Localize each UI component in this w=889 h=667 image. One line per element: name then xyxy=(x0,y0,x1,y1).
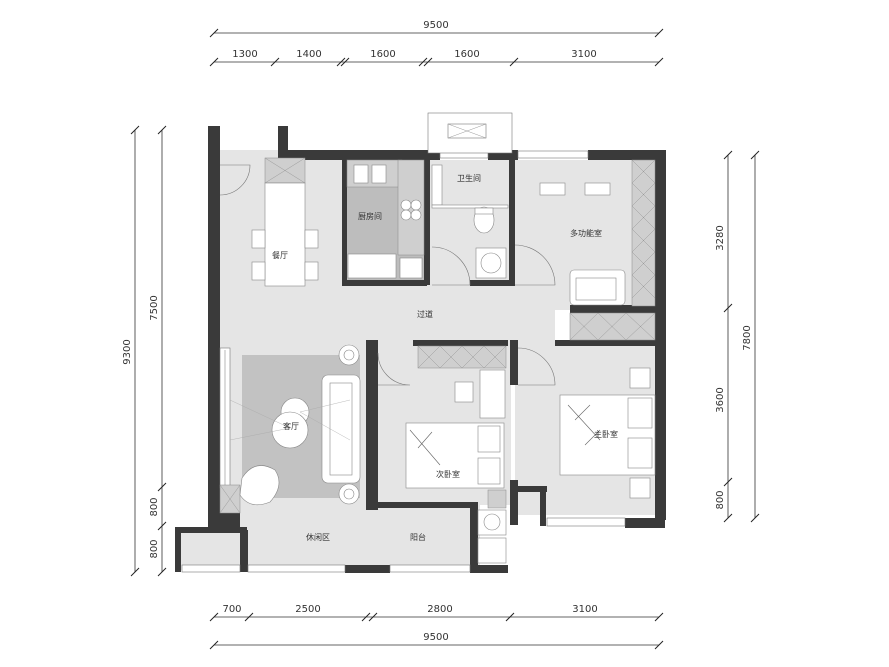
leisure-label: 休闲区 xyxy=(306,532,330,542)
master-bedroom-furniture xyxy=(517,347,656,499)
dining-set xyxy=(219,164,319,287)
second-bedroom-furniture xyxy=(377,352,506,489)
bathroom-fixtures xyxy=(431,164,509,286)
top-dim-4: 1600 xyxy=(454,49,479,60)
bottom-dim-1: 700 xyxy=(222,604,241,615)
living-label: 客厅 xyxy=(283,421,299,431)
left-dimension-chain: 9300 7500 800 800 xyxy=(122,125,167,577)
left-dim-2: 800 xyxy=(149,497,160,516)
bottom-dim-3: 2800 xyxy=(427,604,452,615)
room-labels: 餐厅 厨房间 卫生间 多功能室 过道 客厅 次卧室 主卧室 休闲区 阳台 xyxy=(272,173,618,542)
stove-burner-icon xyxy=(400,199,412,211)
wardrobes xyxy=(219,157,656,514)
bottom-dimension-chain: 700 2500 2800 3100 9500 xyxy=(209,604,664,650)
lounge-chair xyxy=(239,465,280,506)
bottom-dim-2: 2500 xyxy=(295,604,320,615)
right-total-dimension: 7800 xyxy=(742,325,753,350)
top-dim-5: 3100 xyxy=(571,49,596,60)
multi-room-label: 多功能室 xyxy=(570,228,602,238)
windows xyxy=(181,112,626,573)
dining-label: 餐厅 xyxy=(272,251,288,260)
bottom-dim-4: 3100 xyxy=(572,604,597,615)
bathroom-label: 卫生间 xyxy=(457,173,481,183)
top-dim-2: 1400 xyxy=(296,49,321,60)
walls xyxy=(175,126,666,573)
multi-room-furniture xyxy=(514,182,626,306)
kitchen-sink-icon xyxy=(353,164,369,184)
kitchen-label: 厨房间 xyxy=(358,211,382,221)
right-dim-3: 800 xyxy=(715,490,726,509)
top-dimension-chain: 9500 1300 1400 1600 1600 3100 xyxy=(209,20,664,67)
second-bedroom-label: 次卧室 xyxy=(436,469,460,479)
fridge-icon xyxy=(347,253,397,279)
left-dim-1: 7500 xyxy=(149,295,160,320)
top-dim-1: 1300 xyxy=(232,49,257,60)
master-bedroom-label: 主卧室 xyxy=(594,429,618,439)
balcony-label: 阳台 xyxy=(410,532,426,542)
left-total-dimension: 9300 xyxy=(122,339,133,364)
corridor-label: 过道 xyxy=(417,309,433,319)
top-total-dimension: 9500 xyxy=(423,20,448,31)
dining-table xyxy=(264,182,306,287)
left-dim-3: 800 xyxy=(149,539,160,558)
balcony-storage xyxy=(477,489,507,564)
top-dim-3: 1600 xyxy=(370,49,395,60)
living-furniture xyxy=(229,344,361,506)
right-dim-2: 3600 xyxy=(715,387,726,412)
right-dim-1: 3280 xyxy=(715,225,726,250)
bottom-total-dimension: 9500 xyxy=(423,632,448,643)
right-dimension-chain: 3280 3600 800 7800 xyxy=(715,150,760,523)
kitchen-fixtures xyxy=(346,159,425,279)
